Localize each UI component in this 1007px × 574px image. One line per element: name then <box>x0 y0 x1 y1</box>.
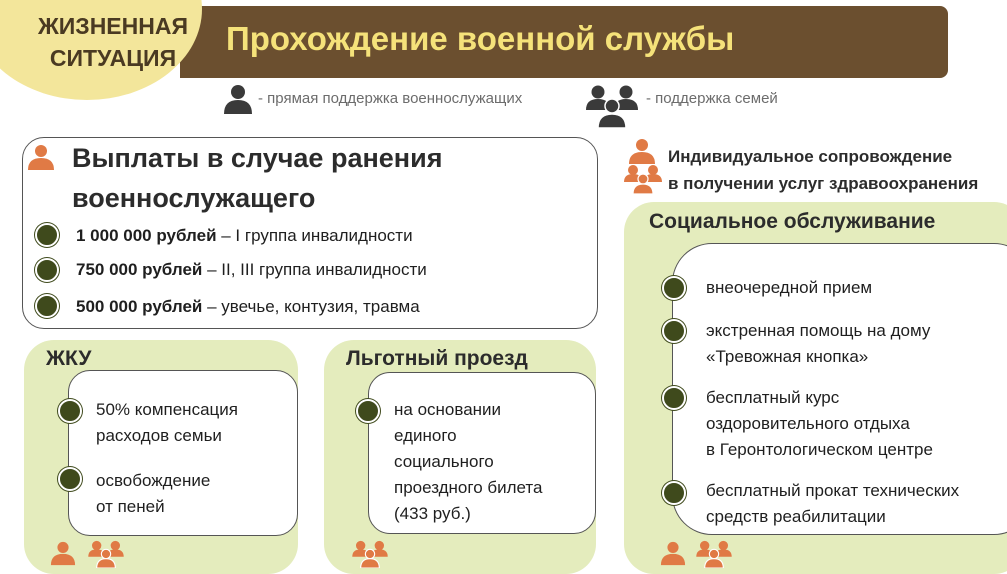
zhku-title: ЖКУ <box>46 347 92 370</box>
legend-family-support: - поддержка семей <box>646 90 778 107</box>
healthcare-line-2: в получении услуг здравоохранения <box>668 174 979 193</box>
bullet-icon <box>58 399 82 423</box>
payments-title-line-2: военнослужащего <box>72 183 316 213</box>
travel-text: на основании единого социального проездн… <box>394 397 542 527</box>
situation-label: ЖИЗНЕННАЯ СИТУАЦИЯ <box>28 10 198 74</box>
payment-item: 1 000 000 рублей – I группа инвалидности <box>76 226 413 246</box>
bullet-icon <box>35 294 59 318</box>
group-icon <box>696 540 732 568</box>
line: от пеней <box>96 497 165 516</box>
person-icon <box>50 540 76 566</box>
zhku-item: 50% компенсация расходов семьи <box>96 397 238 449</box>
group-icon <box>586 84 642 128</box>
payment-desc: – увечье, контузия, травма <box>202 297 420 316</box>
payment-item: 500 000 рублей – увечье, контузия, травм… <box>76 297 420 317</box>
line: в Геронтологическом центре <box>706 440 933 459</box>
travel-card <box>368 372 596 534</box>
payment-item: 750 000 рублей – II, III группа инвалидн… <box>76 260 427 280</box>
bullet-icon <box>662 319 686 343</box>
bullet-icon <box>356 399 380 423</box>
person-icon <box>660 540 686 566</box>
line: социального <box>394 452 494 471</box>
bullet-icon <box>662 386 686 410</box>
payments-card <box>22 137 598 329</box>
line: единого <box>394 426 457 445</box>
zhku-card <box>68 370 298 536</box>
line: экстренная помощь на дому <box>706 321 931 340</box>
bullet-icon <box>35 258 59 282</box>
social-service-item: внеочередной прием <box>706 275 872 301</box>
group-icon <box>624 164 662 194</box>
group-icon <box>352 540 388 568</box>
situation-line-2: СИТУАЦИЯ <box>49 45 177 71</box>
group-icon <box>88 540 124 568</box>
social-service-item: бесплатный курс оздоровительного отдыха … <box>706 385 933 463</box>
line: проездного билета <box>394 478 543 497</box>
social-service-item: экстренная помощь на дому «Тревожная кно… <box>706 318 930 370</box>
page-title: Прохождение военной службы <box>226 20 735 57</box>
payment-desc: – II, III группа инвалидности <box>202 260 427 279</box>
line: оздоровительного отдыха <box>706 414 910 433</box>
payment-amount: 750 000 рублей <box>76 260 203 279</box>
bullet-icon <box>662 481 686 505</box>
person-icon <box>628 138 656 164</box>
line: бесплатный прокат технических <box>706 481 960 500</box>
social-services-card <box>672 243 1007 535</box>
line: на основании <box>394 400 502 419</box>
payment-amount: 1 000 000 рублей <box>76 226 217 245</box>
healthcare-line-1: Индивидуальное сопровождение <box>668 147 953 166</box>
person-icon <box>27 144 55 170</box>
line: «Тревожная кнопка» <box>706 347 869 366</box>
legend-direct-support: - прямая поддержка военнослужащих <box>258 90 523 107</box>
line: освобождение <box>96 471 211 490</box>
healthcare-support: Индивидуальное сопровождение в получении… <box>668 143 978 197</box>
line: бесплатный курс <box>706 388 840 407</box>
situation-line-1: ЖИЗНЕННАЯ <box>37 13 189 39</box>
payment-desc: – I группа инвалидности <box>216 226 413 245</box>
zhku-item: освобождение от пеней <box>96 468 210 520</box>
line: (433 руб.) <box>394 504 471 523</box>
person-icon <box>222 84 254 114</box>
travel-title: Льготный проезд <box>346 347 528 370</box>
line: 50% компенсация <box>96 400 238 419</box>
header-bar <box>180 6 948 78</box>
social-services-title: Социальное обслуживание <box>649 210 936 233</box>
payments-title-line-1: Выплаты в случае ранения <box>72 143 443 173</box>
bullet-icon <box>662 276 686 300</box>
line: внеочередной прием <box>706 278 873 297</box>
bullet-icon <box>35 223 59 247</box>
line: расходов семьи <box>96 426 222 445</box>
payments-title: Выплаты в случае ранения военнослужащего <box>72 138 442 218</box>
social-service-item: бесплатный прокат технических средств ре… <box>706 478 959 530</box>
bullet-icon <box>58 467 82 491</box>
line: средств реабилитации <box>706 507 886 526</box>
payment-amount: 500 000 рублей <box>76 297 203 316</box>
